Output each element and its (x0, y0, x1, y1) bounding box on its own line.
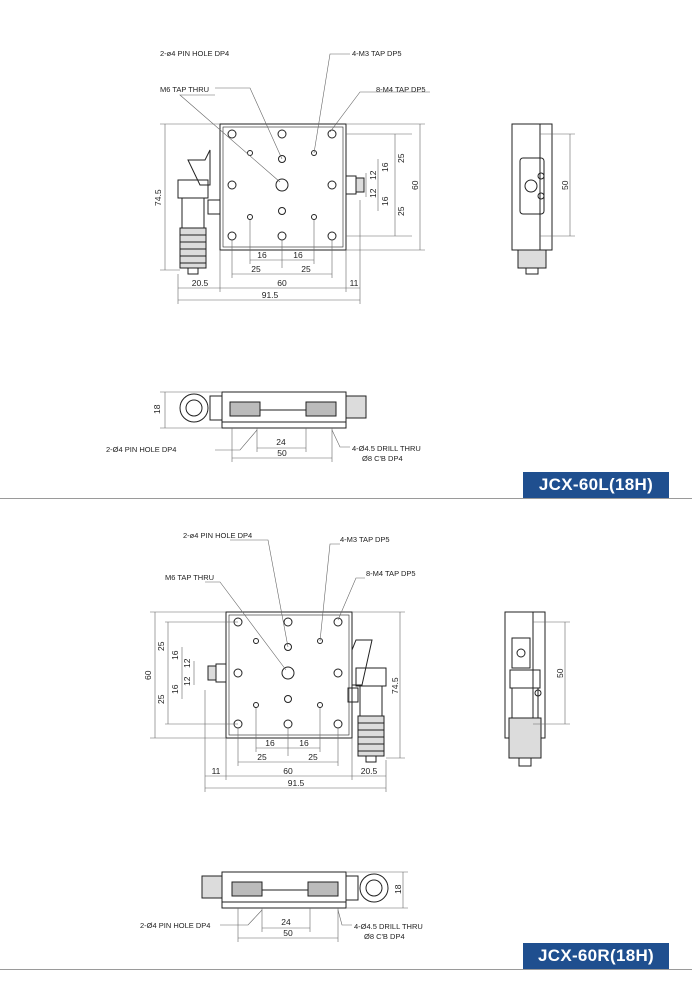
dim-v12b: 12 (368, 188, 378, 198)
note-drill: 4-Ø4.5 DRILL THRU (354, 922, 423, 931)
dim-16b: 16 (299, 738, 309, 748)
note-m3-tap: 4-M3 TAP DP5 (340, 535, 390, 544)
dim-60-horizontal: 60 (277, 278, 287, 288)
note-m4-tap: 8-M4 TAP DP5 (366, 569, 416, 578)
note-cbore: Ø8 C'B DP4 (362, 454, 403, 463)
note-cbore: Ø8 C'B DP4 (364, 932, 405, 941)
dim-front-50: 50 (283, 928, 293, 938)
dim-16a: 16 (265, 738, 275, 748)
front-view (179, 391, 367, 429)
side-view (511, 123, 553, 275)
dim-width-total: 91.5 (262, 290, 279, 300)
dim-v60: 60 (143, 670, 153, 680)
dim-20-5: 20.5 (361, 766, 378, 776)
dim-front-24: 24 (281, 917, 291, 927)
dim-16b: 16 (293, 250, 303, 260)
model-title: JCX-60L(18H) (538, 475, 654, 494)
mounting-holes (227, 129, 337, 241)
dim-front-24: 24 (276, 437, 286, 447)
model-title: JCX-60R(18H) (537, 946, 655, 965)
stage-plate (219, 123, 347, 251)
lock-screw (207, 663, 227, 683)
dim-25b: 25 (301, 264, 311, 274)
dim-v25b: 25 (156, 694, 166, 704)
dim-v25a: 25 (396, 153, 406, 163)
dim-60-horizontal: 60 (283, 766, 293, 776)
section-divider (0, 498, 692, 499)
dim-11: 11 (350, 278, 359, 288)
front-view (201, 871, 389, 909)
dim-25a: 25 (257, 752, 267, 762)
note-side-pin-hole: 2-Ø4 PIN HOLE DP4 (140, 921, 210, 930)
dim-v25b: 25 (396, 206, 406, 216)
note-m6-tap: M6 TAP THRU (160, 85, 209, 94)
note-m3-tap: 4-M3 TAP DP5 (352, 49, 402, 58)
lock-screw (345, 175, 365, 195)
dim-16a: 16 (257, 250, 267, 260)
stage-plate (225, 611, 353, 739)
drawing-jcx-60l: 2-ø4 PIN HOLE DP4 4-M3 TAP DP5 M6 TAP TH… (106, 49, 575, 463)
side-view (504, 611, 546, 767)
note-m4-tap: 8-M4 TAP DP5 (376, 85, 426, 94)
dim-v16b: 16 (380, 196, 390, 206)
dim-11: 11 (212, 766, 221, 776)
dim-front-18: 18 (152, 404, 162, 414)
section-divider (0, 969, 692, 970)
dim-v12a: 12 (182, 658, 192, 668)
dim-v16b: 16 (170, 684, 180, 694)
model-badge: JCX-60L(18H) (523, 472, 669, 498)
dim-25a: 25 (251, 264, 261, 274)
dim-v12b: 12 (182, 676, 192, 686)
note-pin-hole: 2-ø4 PIN HOLE DP4 (183, 531, 252, 540)
note-drill: 4-Ø4.5 DRILL THRU (352, 444, 421, 453)
dim-side-50: 50 (555, 668, 565, 678)
dim-v25a: 25 (156, 641, 166, 651)
note-pin-hole: 2-ø4 PIN HOLE DP4 (160, 49, 229, 58)
dim-width-total: 91.5 (288, 778, 305, 788)
dim-v16a: 16 (380, 162, 390, 172)
dim-25b: 25 (308, 752, 318, 762)
dim-side-50: 50 (560, 180, 570, 190)
mounting-holes (233, 617, 343, 729)
dim-height-total: 74.5 (390, 677, 400, 694)
dim-front-50: 50 (277, 448, 287, 458)
note-side-pin-hole: 2-Ø4 PIN HOLE DP4 (106, 445, 176, 454)
dim-v12a: 12 (368, 170, 378, 180)
dim-v60: 60 (410, 180, 420, 190)
drawing-jcx-60r: 2-ø4 PIN HOLE DP4 4-M3 TAP DP5 M6 TAP TH… (140, 531, 570, 942)
dim-v16a: 16 (170, 650, 180, 660)
dim-height-total: 74.5 (153, 189, 163, 206)
micrometer-head (177, 149, 221, 275)
dim-20-5: 20.5 (192, 278, 209, 288)
note-m6-tap: M6 TAP THRU (165, 573, 214, 582)
dim-front-18: 18 (393, 884, 403, 894)
model-badge: JCX-60R(18H) (523, 943, 669, 969)
micrometer-head (347, 639, 387, 763)
